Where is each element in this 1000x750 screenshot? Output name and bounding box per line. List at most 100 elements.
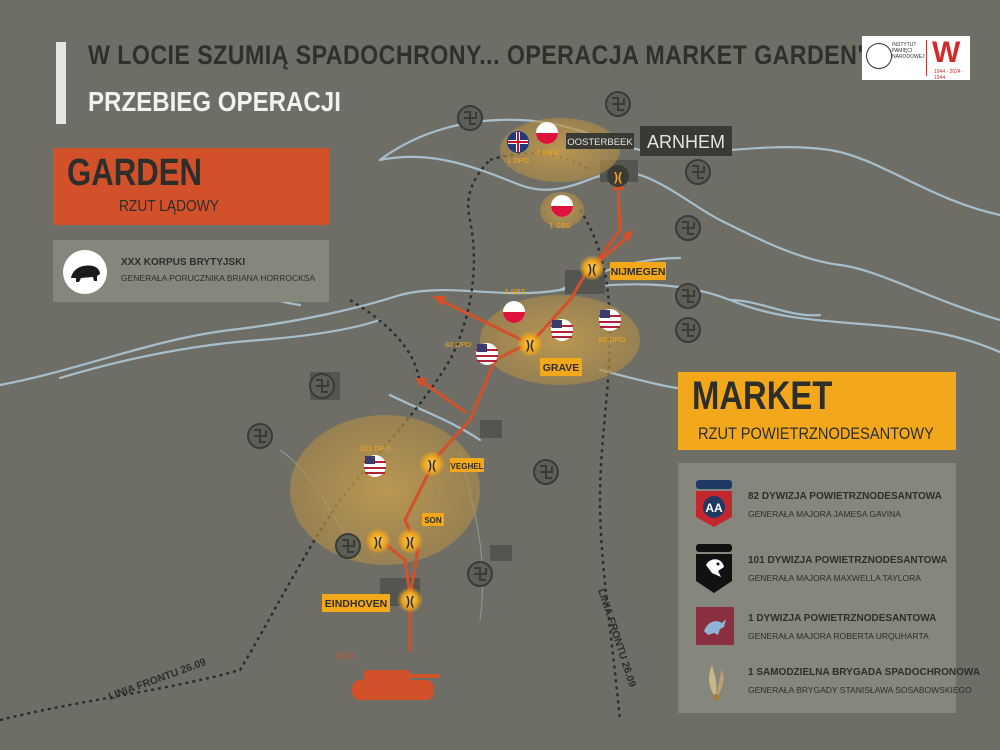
- unit-name: 101 DYWIZJA POWIETRZNODESANTOWA: [748, 555, 948, 566]
- label-101dpd: 101 DPD: [360, 444, 391, 453]
- enemy-marker-icon: [467, 561, 493, 587]
- arrow-west-2: [438, 298, 528, 344]
- usa-flag-icon: [599, 309, 621, 331]
- label-oosterbeek: OOSTERBEEK: [567, 137, 633, 148]
- label-1dpd-arnhem: 1 DPD: [507, 156, 530, 165]
- river-south: [388, 393, 482, 442]
- corps-name: XXX KORPUS BRYTYJSKI: [121, 257, 246, 268]
- unit-1-polish-brigade: 1 SAMODZIELNA BRYGADA SPADOCHRONOWA GENE…: [678, 655, 980, 713]
- page-title: W LOCIE SZUMIĄ SPADOCHRONY... OPERACJA M…: [88, 40, 869, 70]
- bridge-icon: )(: [419, 451, 445, 477]
- enemy-marker-icon: [675, 283, 701, 309]
- bridge-icon: )(: [517, 331, 543, 357]
- river-branch-2: [728, 298, 822, 317]
- logo: INSTYTUT PAMIĘCI NARODOWEJ W 1944 · 2024…: [862, 36, 970, 81]
- enemy-marker-icon: [309, 373, 335, 399]
- poland-flag-icon: [551, 195, 573, 217]
- ipn-eagle-icon: [866, 43, 892, 69]
- usa-flag-icon: [364, 455, 386, 477]
- arrow-east-1: [596, 233, 632, 264]
- 82nd-airborne-patch-icon: AA: [696, 480, 732, 527]
- garden-title: GARDEN: [67, 152, 203, 194]
- svg-text:)(: )(: [406, 535, 414, 549]
- bridges: )( )( )( )( )( )( )(: [365, 165, 629, 613]
- usa-flag-icon: [476, 343, 498, 365]
- unit-name: 1 SAMODZIELNA BRYGADA SPADOCHRONOWA: [748, 667, 981, 678]
- logo-divider: [926, 40, 927, 76]
- flags: [364, 122, 621, 477]
- label-son: SON: [424, 516, 442, 525]
- bridge-icon: )(: [397, 528, 423, 554]
- svg-text:)(: )(: [406, 594, 414, 608]
- market-subtitle: RZUT POWIETRZNODESANTOWY: [698, 424, 934, 443]
- xxx-corps-legend: XXX KORPUS BRYTYJSKI GENERAŁA PORUCZNIKA…: [53, 240, 329, 302]
- label-1sbs-driel: 1 SBS: [549, 221, 570, 230]
- unit-commander: GENERAŁA MAJORA JAMESA GAVINA: [748, 509, 901, 519]
- airborne-units-legend: AA 82 DYWIZJA POWIETRZNODESANTOWA GENERA…: [678, 463, 980, 713]
- label-1sbs-grave: 1 SBS: [504, 287, 525, 296]
- unit-1-airborne: 1 DYWIZJA POWIETRZNODESANTOWA GENERAŁA M…: [678, 601, 956, 659]
- logo-institute-text: INSTYTUT PAMIĘCI NARODOWEJ: [892, 42, 925, 60]
- page-subtitle: PRZEBIEG OPERACJI: [88, 86, 341, 117]
- poland-flag-icon: [503, 301, 525, 323]
- label-nijmegen: NIJMEGEN: [611, 266, 666, 278]
- label-eindhoven: EINDHOVEN: [325, 598, 387, 610]
- enemy-marker-icon: [685, 159, 711, 185]
- arrow-main-5: [530, 268, 590, 344]
- market-title: MARKET: [692, 374, 833, 418]
- label-1sbs-arnhem: 1 SBS: [536, 148, 557, 157]
- unit-commander: GENERAŁA MAJORA ROBERTA URQUHARTA: [748, 631, 929, 641]
- garden-header: GARDEN RZUT LĄDOWY: [53, 148, 329, 225]
- unit-82-airborne: AA 82 DYWIZJA POWIETRZNODESANTOWA GENERA…: [678, 473, 956, 531]
- unit-name: 82 DYWIZJA POWIETRZNODESANTOWA: [748, 491, 942, 502]
- label-grave: GRAVE: [543, 362, 580, 374]
- enemy-markers: [247, 91, 711, 587]
- enemy-marker-icon: [605, 91, 631, 117]
- svg-text:AA: AA: [705, 501, 723, 515]
- logo-mark: W: [932, 36, 961, 69]
- unit-101-airborne: 101 DYWIZJA POWIETRZNODESANTOWA GENERAŁA…: [678, 539, 956, 597]
- river-rhine: [378, 155, 1000, 322]
- front-line-corridor: [349, 298, 422, 391]
- town-uden: [480, 420, 502, 438]
- label-arnhem: ARNHEM: [647, 132, 725, 152]
- title-accent-bar: [56, 42, 66, 124]
- svg-text:)(: )(: [374, 535, 382, 549]
- unit-commander: GENERAŁA MAJORA MAXWELLA TAYLORA: [748, 573, 921, 583]
- enemy-marker-icon: [675, 215, 701, 241]
- label-veghel: VEGHEL: [451, 462, 484, 471]
- bridge-icon: )(: [397, 587, 423, 613]
- 101st-screaming-eagle-patch-icon: [696, 544, 732, 593]
- arrow-main-6: [590, 183, 622, 270]
- bridge-icon: )(: [607, 165, 629, 187]
- bridge-icon: )(: [365, 528, 391, 554]
- svg-text:)(: )(: [526, 338, 534, 352]
- logo-years: 1944 · 2024 · 1944: [934, 69, 964, 81]
- river-waal: [0, 283, 1000, 387]
- poland-flag-icon: [536, 122, 558, 144]
- label-xxx: XXX: [337, 651, 355, 661]
- svg-text:)(: )(: [428, 458, 436, 472]
- parachute-eagle-badge-icon: [709, 665, 724, 700]
- enemy-marker-icon: [457, 105, 483, 131]
- usa-flag-icon: [551, 319, 573, 341]
- town-helmond: [490, 545, 512, 561]
- enemy-marker-icon: [533, 459, 559, 485]
- market-header: MARKET RZUT POWIETRZNODESANTOWY: [678, 372, 956, 450]
- river-meuse: [58, 318, 382, 380]
- corps-commander: GENERAŁA PORUCZNIKA BRIANA HORROCKSA: [121, 273, 316, 283]
- front-lines: [0, 152, 622, 722]
- advance-arrows: [378, 183, 632, 652]
- svg-text:)(: )(: [588, 262, 596, 276]
- unit-commander: GENERAŁA BRYGADY STANISŁAWA SOSABOWSKIEG…: [748, 685, 972, 695]
- pegasus-patch-icon: [696, 607, 734, 645]
- label-front-line-east: LINIA FRONTU 26.09: [595, 587, 638, 689]
- unit-name: 1 DYWIZJA POWIETRZNODESANTOWA: [748, 613, 937, 624]
- label-front-line-west: LINIA FRONTU 26.09: [107, 656, 208, 703]
- tank-icon: [352, 670, 440, 700]
- label-82dpd-west: 82 DPD: [445, 340, 472, 349]
- enemy-marker-icon: [247, 423, 273, 449]
- enemy-marker-icon: [335, 533, 361, 559]
